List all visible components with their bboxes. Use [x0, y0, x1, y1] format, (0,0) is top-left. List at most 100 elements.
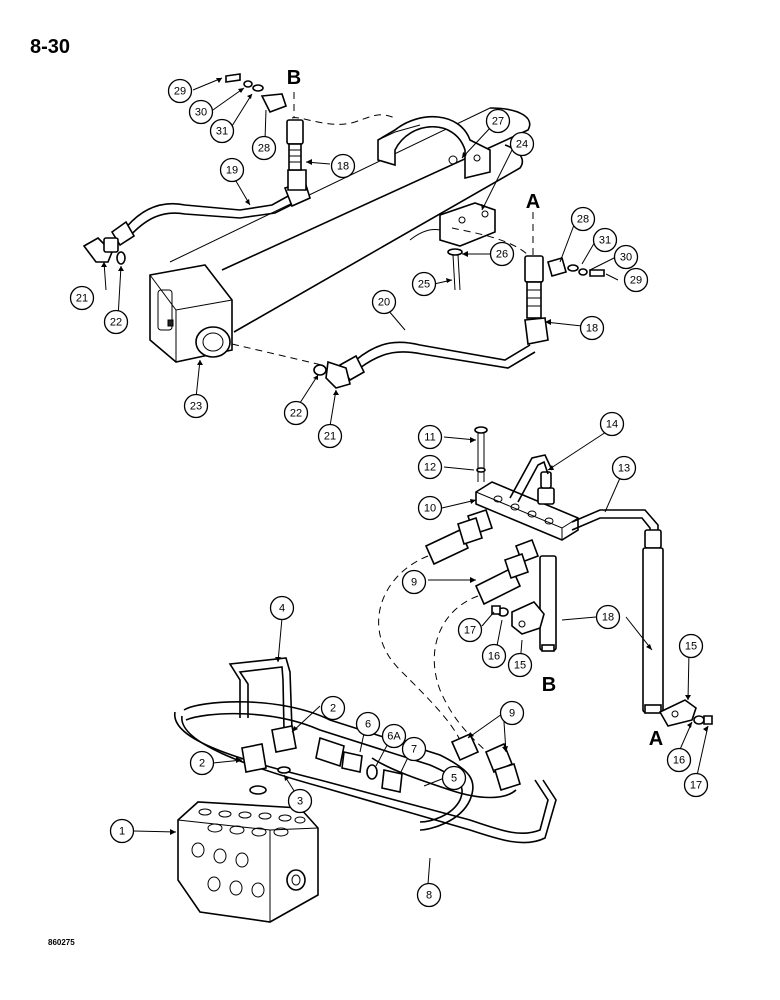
callout-c22a: 22 [103, 309, 129, 335]
callout-circle [666, 747, 692, 773]
callout-c18c: 18 [595, 604, 621, 630]
callout-label: 28 [258, 143, 270, 155]
callout-c28b: 28 [570, 206, 596, 232]
callout-c2b: 2 [189, 750, 215, 776]
callout-circle [355, 711, 381, 737]
callout-c11: 11 [417, 424, 443, 450]
axle-cylinder-assembly [149, 107, 531, 363]
callout-circle [507, 652, 533, 678]
callout-c27: 27 [485, 108, 511, 134]
tube-14-inner [517, 460, 549, 503]
tube-14 [509, 454, 553, 499]
callout-circle [251, 135, 277, 161]
callout-label: 26 [496, 249, 508, 261]
callout-c16a: 16 [481, 643, 507, 669]
marker-a-upper: A [526, 191, 540, 213]
callout-circle [417, 424, 443, 450]
callout-c25: 25 [411, 271, 437, 297]
callout-circle [371, 289, 397, 315]
callout-circle [613, 244, 639, 270]
callout-circle [570, 206, 596, 232]
callout-label: 27 [492, 116, 504, 128]
callout-label: 1 [119, 826, 125, 838]
callout-label: 29 [630, 275, 642, 287]
callout-label: 31 [599, 235, 611, 247]
marker-b-lower: B [542, 674, 556, 696]
clip-assembly-right [547, 257, 605, 277]
callout-label: 13 [618, 463, 630, 475]
callout-circle [457, 617, 483, 643]
callout-label: 19 [226, 165, 238, 177]
callout-label: 15 [514, 660, 526, 672]
callout-circle [219, 157, 245, 183]
callout-c5: 5 [441, 765, 467, 791]
callout-circle [283, 400, 309, 426]
callout-label: 30 [620, 252, 632, 264]
callout-c9b: 9 [499, 700, 525, 726]
callout-c8: 8 [416, 882, 442, 908]
callout-label: 16 [488, 651, 500, 663]
callout-label: 22 [110, 317, 122, 329]
callout-circle [183, 393, 209, 419]
callout-c13: 13 [611, 455, 637, 481]
callout-circle [69, 285, 95, 311]
tube-13 [571, 509, 662, 549]
hose-path-9a [378, 555, 461, 741]
callout-label: 21 [324, 431, 336, 443]
tube-4 [228, 657, 293, 731]
callout-c6: 6 [355, 711, 381, 737]
centerline-lower-left [231, 343, 323, 366]
callout-label: 29 [174, 86, 186, 98]
callout-c30a: 30 [188, 99, 214, 125]
callout-c21b: 21 [317, 423, 343, 449]
callout-circle [441, 765, 467, 791]
callout-label: 3 [297, 796, 303, 808]
hose-path-9b [433, 595, 491, 756]
callout-c1: 1 [109, 818, 135, 844]
tube-19 [110, 169, 311, 247]
callout-c21a: 21 [69, 285, 95, 311]
callout-label: 12 [424, 462, 436, 474]
callout-circle [417, 454, 443, 480]
callout-label: 18 [586, 323, 598, 335]
callout-c7: 7 [401, 736, 427, 762]
clip-assembly-upper [225, 73, 288, 114]
callout-circle [489, 241, 515, 267]
leader-arrowheads [101, 78, 708, 835]
callout-label: 31 [216, 126, 228, 138]
manifold-block-10 [466, 426, 579, 564]
hose-18-short [539, 555, 557, 652]
callout-c23: 23 [183, 393, 209, 419]
marker-b-upper: B [287, 67, 301, 89]
callout-circle [417, 495, 443, 521]
callout-c19: 19 [219, 157, 245, 183]
callout-circle [416, 882, 442, 908]
callout-label: 20 [378, 297, 390, 309]
callout-circle [109, 818, 135, 844]
callout-label: 21 [76, 293, 88, 305]
callout-label: 18 [602, 612, 614, 624]
callout-circle [611, 455, 637, 481]
callout-c31b: 31 [592, 227, 618, 253]
control-valve-1 [177, 801, 319, 923]
callout-label: 6A [387, 731, 401, 743]
centerline-b-upper [291, 114, 396, 125]
callout-c9a: 9 [401, 569, 427, 595]
callout-circle [269, 595, 295, 621]
callout-circle [188, 99, 214, 125]
callout-c15b: 15 [678, 633, 704, 659]
callout-c28a: 28 [251, 135, 277, 161]
callout-circle [330, 153, 356, 179]
callout-label: 2 [199, 758, 205, 770]
callout-circle [209, 118, 235, 144]
callout-label: 9 [509, 708, 515, 720]
centerline-upper-right [451, 227, 529, 256]
page-number: 8-30 [30, 36, 71, 58]
callout-label: 28 [577, 214, 589, 226]
callout-c4: 4 [269, 595, 295, 621]
figure-reference-code: 860275 [48, 938, 75, 947]
elbow-fitting-21-lower [313, 360, 351, 389]
hose-end-18-upper [286, 119, 304, 171]
callout-c31a: 31 [209, 118, 235, 144]
hose-ends-9-upper [424, 516, 530, 606]
